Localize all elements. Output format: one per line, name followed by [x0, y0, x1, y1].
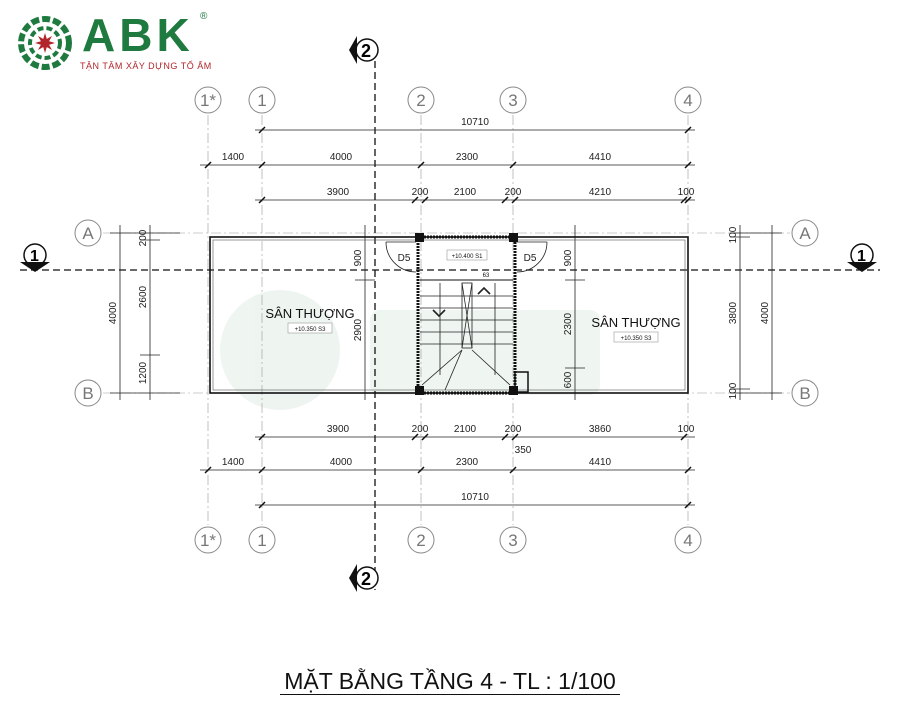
dim-text: 1400	[222, 457, 245, 468]
svg-text:2: 2	[361, 41, 371, 61]
dim-text: 3800	[728, 301, 739, 324]
axis-label: 4	[683, 531, 692, 550]
axis-label: 2	[416, 91, 425, 110]
drawing-title: MẶT BẰNG TẦNG 4 - TL : 1/100	[0, 668, 900, 695]
dim-text: 200	[412, 187, 429, 198]
axis-label: 2	[416, 531, 425, 550]
dim-text: 4000	[330, 457, 353, 468]
svg-text:1: 1	[857, 248, 866, 265]
room-name-left: SÂN THƯỢNG	[265, 306, 354, 321]
axis-label: B	[82, 384, 93, 403]
axis-label: 3	[508, 91, 517, 110]
dim-text: 4410	[589, 152, 612, 163]
door-tag: D5	[398, 253, 411, 264]
dim-text: 100	[678, 187, 695, 198]
dim-text: 4210	[589, 187, 612, 198]
dim-text: 2300	[563, 312, 574, 335]
dim-text: 350	[515, 445, 532, 456]
dim-text: 200	[412, 424, 429, 435]
axis-label: 1	[257, 91, 266, 110]
axis-label: 3	[508, 531, 517, 550]
dim-text: 3900	[327, 424, 350, 435]
dim-text: 3900	[327, 187, 350, 198]
axis-label: 1*	[200, 531, 216, 550]
door-tag: D5	[524, 253, 537, 264]
section-marker-2-top: 2	[349, 36, 379, 64]
dim-text: 3860	[589, 424, 612, 435]
dim-text: 4000	[330, 152, 353, 163]
dim-text: 2300	[456, 457, 479, 468]
room-level-left: +10.350 S3	[295, 327, 327, 333]
axis-label: 1*	[200, 91, 216, 110]
dim-text: 10710	[461, 117, 489, 128]
axis-label: B	[799, 384, 810, 403]
section-marker-1-left: 1	[20, 243, 50, 272]
stair	[420, 282, 513, 391]
dim-text: 200	[505, 424, 522, 435]
dim-text: 600	[563, 371, 574, 388]
dim-text: 4000	[760, 301, 771, 324]
room-level-right: +10.350 S3	[621, 336, 653, 342]
dim-text: 200	[138, 229, 149, 246]
axis-label: A	[82, 224, 94, 243]
room-name-right: SÂN THƯỢNG	[591, 315, 680, 330]
dim-text: 2100	[454, 187, 477, 198]
logo-tagline: TẬN TÂM XÂY DỰNG TỔ ẤM	[80, 61, 212, 71]
dim-text: 100	[728, 382, 739, 399]
dim-text: 4410	[589, 457, 612, 468]
dim-text: 200	[505, 187, 522, 198]
axis-label: 4	[683, 91, 692, 110]
building-walls	[209, 233, 689, 395]
dim-text: 900	[563, 249, 574, 266]
door-swings	[385, 241, 548, 273]
axis-bubbles	[74, 86, 819, 554]
logo-emblem-icon	[18, 16, 72, 70]
drawing-title-text: MẶT BẰNG TẦNG 4 - TL : 1/100	[280, 668, 620, 695]
dim-text: 100	[678, 424, 695, 435]
svg-text:2: 2	[361, 569, 371, 589]
dim-text: 1400	[222, 152, 245, 163]
dim-text: 900	[353, 249, 364, 266]
dimension-lines	[110, 129, 782, 506]
dim-text: 100	[728, 226, 739, 243]
dim-text: 1200	[138, 361, 149, 384]
dimension-ticks	[204, 126, 692, 509]
dim-text: 2300	[456, 152, 479, 163]
dim-text: 10710	[461, 492, 489, 503]
svg-text:1: 1	[30, 248, 39, 265]
dim-text: 2600	[138, 285, 149, 308]
dim-text: 2100	[454, 424, 477, 435]
stair-level: +10.400 S1	[452, 254, 484, 260]
dim-text: 4000	[108, 301, 119, 324]
logo-registered-mark: ®	[200, 11, 208, 22]
section-marker-2-bottom: 2	[349, 564, 379, 592]
section-marker-1-right: 1	[847, 243, 877, 272]
stair-note: 63	[483, 273, 490, 279]
axis-label: A	[799, 224, 811, 243]
logo-brand: ABK	[82, 9, 194, 61]
watermark	[220, 290, 600, 410]
dim-text: 2900	[353, 318, 364, 341]
axis-label: 1	[257, 531, 266, 550]
